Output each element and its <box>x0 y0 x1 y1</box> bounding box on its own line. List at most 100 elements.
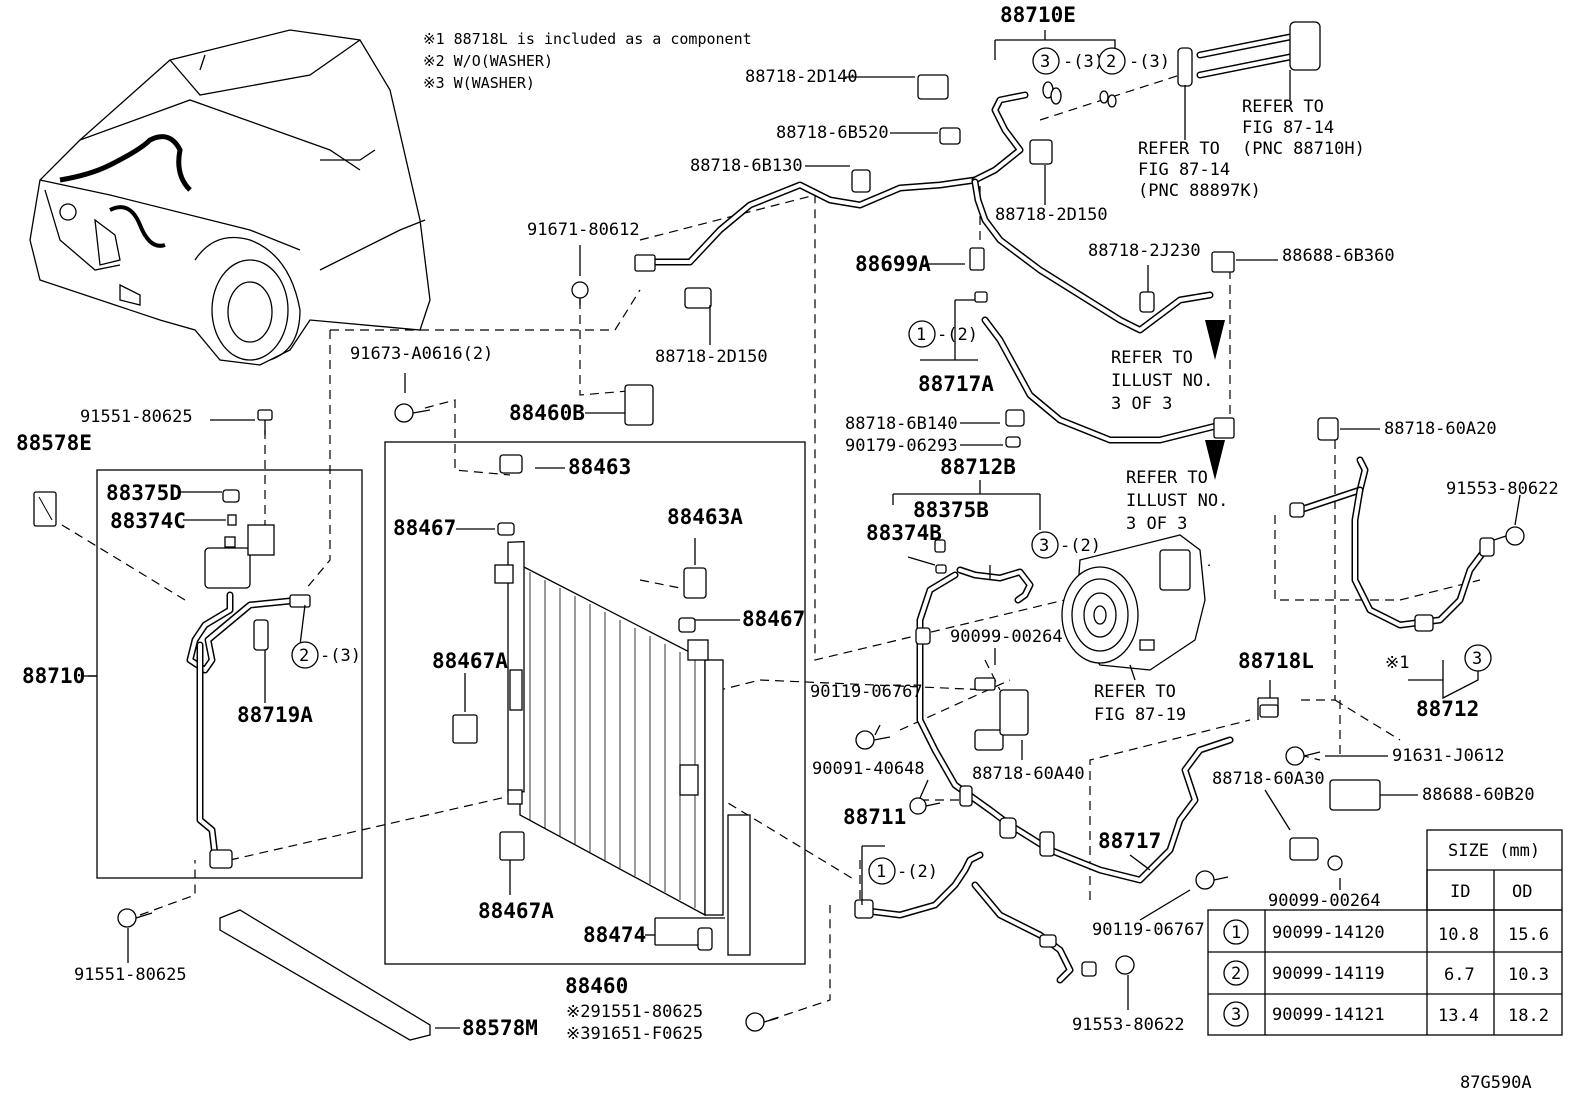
top-hoses <box>624 21 1321 480</box>
vehicle-illustration <box>29 29 431 366</box>
callout-qty: -(3) <box>1129 52 1170 72</box>
label-88460: 88460 <box>565 974 628 998</box>
label-88718-6B140: 88718-6B140 <box>845 414 958 434</box>
callout-1: 1 <box>916 325 926 345</box>
label-88718-60A40: 88718-60A40 <box>972 764 1085 784</box>
label-88375B: 88375B <box>913 498 989 522</box>
label-91553-80622: 91553-80622 <box>1446 479 1559 499</box>
table-row-mark: 3 <box>1231 1005 1241 1025</box>
refer-fig-87-19-line2: FIG 87-19 <box>1094 705 1186 725</box>
condenser-core <box>494 541 724 917</box>
label-88711: 88711 <box>843 805 906 829</box>
label-88699A: 88699A <box>855 252 931 276</box>
label-88717A: 88717A <box>918 372 994 396</box>
label-88710E: 88710E <box>1000 3 1076 27</box>
label-88712: 88712 <box>1416 697 1479 721</box>
callout-qty: -(3) <box>1063 52 1104 72</box>
refer-illust-3b-line1: REFER TO <box>1126 468 1208 488</box>
refer-fig-87-19-line1: REFER TO <box>1094 682 1176 702</box>
label-88460B: 88460B <box>509 401 585 425</box>
refer-illust-3-line3: 3 OF 3 <box>1111 394 1172 414</box>
label-88374B: 88374B <box>866 521 942 545</box>
label-88463: 88463 <box>568 455 631 479</box>
label-91671-80612: 91671-80612 <box>527 220 640 240</box>
notes: ※1 88718L is included as a component ※2 … <box>423 30 752 92</box>
label-88578M: 88578M <box>462 1016 538 1040</box>
right-hose-88712 <box>1259 417 1495 861</box>
label-88717: 88717 <box>1098 829 1161 853</box>
table-row-part: 90099-14120 <box>1272 923 1385 943</box>
receiver-assembly <box>33 409 311 869</box>
label-90099-00264: 90099-00264 <box>1268 891 1381 911</box>
label-88467A: 88467A <box>478 899 554 923</box>
drawing-id: 87G590A <box>1460 1073 1532 1093</box>
table-row-od: 18.2 <box>1508 1006 1549 1026</box>
label-88710: 88710 <box>22 664 85 688</box>
table-row-od: 10.3 <box>1508 965 1549 985</box>
note-2: ※2 W/O(WASHER) <box>423 52 553 70</box>
middle-hoses <box>854 539 1234 984</box>
compressor <box>1061 534 1206 671</box>
label-91631-J0612: 91631-J0612 <box>1392 746 1505 766</box>
refer-fig-87-14-88897K-line2: FIG 87-14 <box>1138 160 1230 180</box>
baffle-88578M <box>219 909 431 1041</box>
label-90091-40648: 90091-40648 <box>812 759 925 779</box>
label-88467: 88467 <box>393 516 456 540</box>
label-88718-2D150: 88718-2D150 <box>655 347 768 367</box>
refer-illust-3-line1: REFER TO <box>1111 348 1193 368</box>
label-91673-A0616: 91673-A0616(2) <box>350 344 493 364</box>
label-88719A: 88719A <box>237 703 313 727</box>
leader-lines <box>88 30 1521 1029</box>
label-88688-60B20: 88688-60B20 <box>1422 785 1535 805</box>
label-88467A: 88467A <box>432 649 508 673</box>
refer-illust-3b-line2: ILLUST NO. <box>1126 491 1228 511</box>
label-90119-06767: 90119-06767 <box>1092 920 1205 940</box>
label-88688-6B360: 88688-6B360 <box>1282 246 1395 266</box>
label-88718L: 88718L <box>1238 649 1314 673</box>
table-header-size: SIZE (mm) <box>1448 841 1540 861</box>
callout-qty: -(3) <box>320 646 361 666</box>
refer-fig-87-14-88897K-line1: REFER TO <box>1138 139 1220 159</box>
table-row-id: 10.8 <box>1438 925 1479 945</box>
note-3: ※3 W(WASHER) <box>423 74 535 92</box>
label-90119-06767: 90119-06767 <box>810 682 923 702</box>
callouts: 3 -(3) 2 -(3) 1 -(2) 2 -(3) 3 -(2) 1 -(2… <box>291 47 1492 885</box>
label-91553-80622: 91553-80622 <box>1072 1015 1185 1035</box>
label-88467: 88467 <box>742 607 805 631</box>
table-row-id: 6.7 <box>1444 965 1475 985</box>
condenser-parts <box>452 454 751 956</box>
callout-1: 1 <box>876 862 886 882</box>
refer-fig-87-14-88710H-line2: FIG 87-14 <box>1242 118 1334 138</box>
label-88375D: 88375D <box>106 481 182 505</box>
label-91551-80625-w-o-washer: ※291551-80625 <box>566 1002 703 1022</box>
label-88718-60A20: 88718-60A20 <box>1384 419 1497 439</box>
table-header-id: ID <box>1450 882 1470 902</box>
table-row-mark: 2 <box>1231 964 1241 984</box>
label-88474: 88474 <box>583 923 646 947</box>
callout-2: 2 <box>299 646 309 666</box>
label-88463A: 88463A <box>667 505 743 529</box>
refer-fig-87-14-88897K-line3: (PNC 88897K) <box>1138 181 1261 201</box>
callout-2: 2 <box>1106 52 1116 72</box>
table-row-od: 15.6 <box>1508 925 1549 945</box>
condenser-fins <box>529 572 696 908</box>
label-90099-00264: 90099-00264 <box>950 627 1063 647</box>
label-88712B: 88712B <box>940 455 1016 479</box>
refer-illust-3-line2: ILLUST NO. <box>1111 371 1213 391</box>
note-1: ※1 88718L is included as a component <box>423 30 752 48</box>
table-row-mark: 1 <box>1231 923 1241 943</box>
part-labels: 88710E 88718-2D140 88718-6B520 88718-6B1… <box>16 3 1559 1093</box>
label-88374C: 88374C <box>110 509 186 533</box>
label-88718-2D150: 88718-2D150 <box>995 205 1108 225</box>
refer-to-notes: REFER TO FIG 87-14 (PNC 88710H) REFER TO… <box>1094 97 1365 725</box>
refer-fig-87-14-88710H-line1: REFER TO <box>1242 97 1324 117</box>
table-row-id: 13.4 <box>1438 1006 1479 1026</box>
dashed-leaders <box>61 60 1481 1021</box>
bolts <box>117 281 1525 1032</box>
label-88578E: 88578E <box>16 431 92 455</box>
table-row-part: 90099-14119 <box>1272 964 1385 984</box>
callout-qty: -(2) <box>897 862 938 882</box>
table-header-od: OD <box>1512 882 1532 902</box>
label-91551-80625: 91551-80625 <box>80 407 193 427</box>
